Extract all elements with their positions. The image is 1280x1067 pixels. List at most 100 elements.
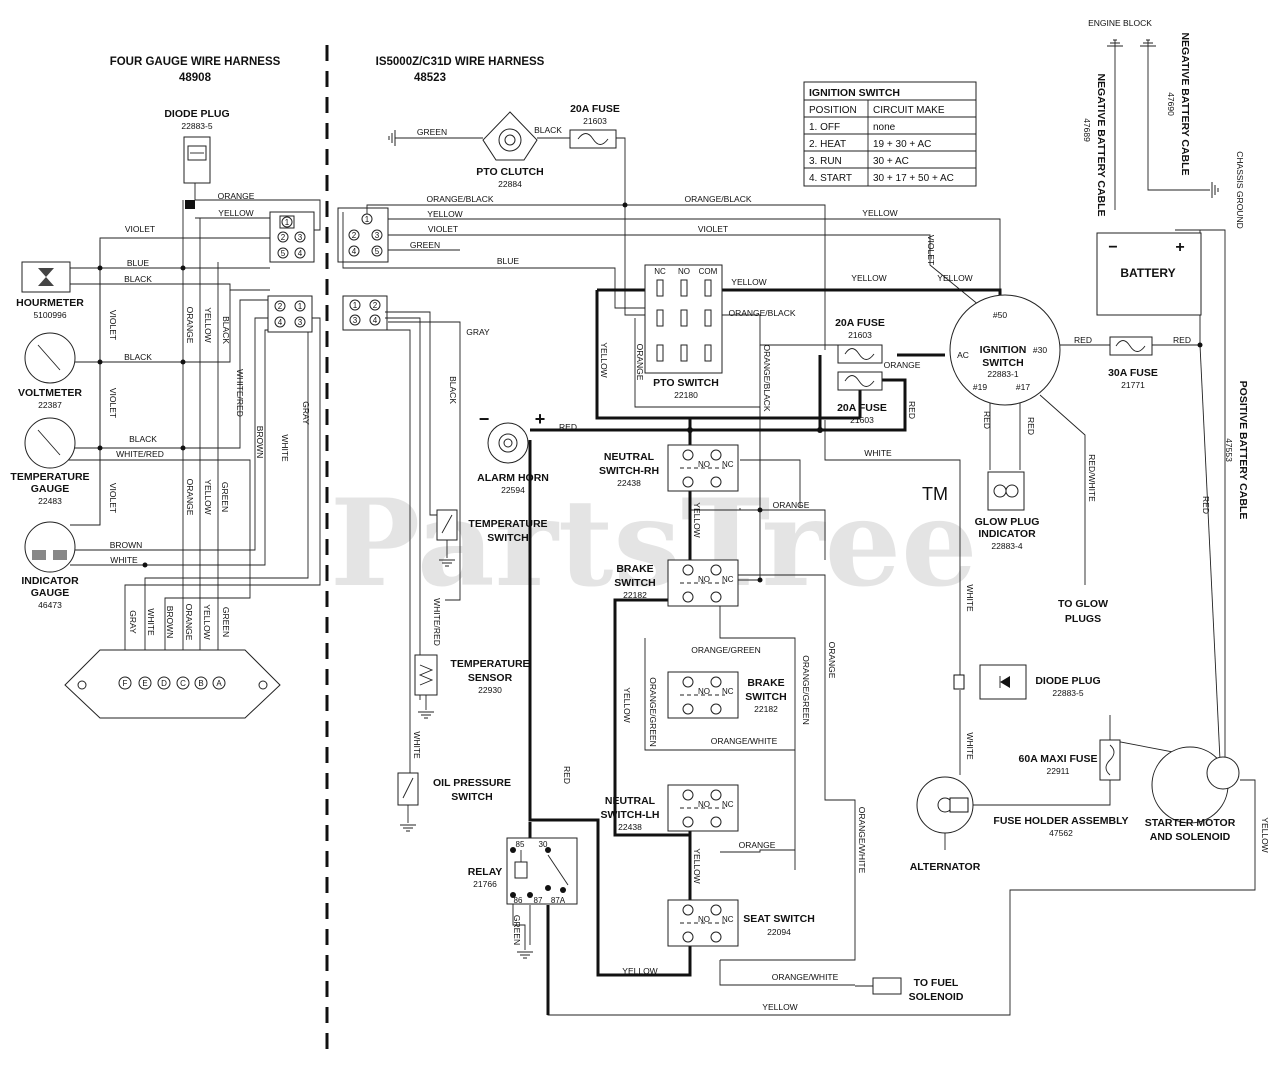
wl-violet-5: VIOLET bbox=[428, 224, 458, 234]
ignition-switch-label1: IGNITION bbox=[980, 344, 1027, 356]
fuse-top-wire bbox=[616, 137, 626, 290]
wl-orangegreen-2: ORANGE/GREEN bbox=[648, 677, 658, 746]
wl-whitered-3: WHITE/RED bbox=[432, 598, 442, 646]
wl-white-7: WHITE bbox=[965, 732, 975, 760]
relay-label: RELAY bbox=[468, 866, 503, 878]
diode-plug-top-pn: 22883-5 bbox=[181, 121, 212, 131]
wl-whitered-1: WHITE/RED bbox=[116, 449, 164, 459]
gauge-pin-d: D bbox=[161, 679, 167, 688]
wl-violet-2: VIOLET bbox=[108, 310, 118, 340]
wl-orangeblack-1: ORANGE/BLACK bbox=[426, 194, 493, 204]
indicator-gauge-label2: GAUGE bbox=[31, 587, 70, 599]
diode-plug-right-pn: 22883-5 bbox=[1052, 688, 1083, 698]
neutral-switch-rh-label2: SWITCH-RH bbox=[599, 465, 659, 477]
temperature-gauge-icon bbox=[24, 417, 76, 469]
neutral-switch-lh-icon bbox=[667, 784, 739, 832]
ignition-terminal-ac: AC bbox=[957, 350, 969, 360]
wl-yellow-12: YELLOW bbox=[599, 342, 609, 377]
wl-orangeblack-4: ORANGE/BLACK bbox=[762, 344, 772, 411]
alternator-icon bbox=[916, 776, 974, 850]
battery-icon bbox=[1096, 232, 1202, 316]
alarm-horn-icon bbox=[487, 422, 529, 464]
horn-plus-terminal: + bbox=[535, 409, 546, 429]
wl-orangeblack-3: ORANGE/BLACK bbox=[728, 308, 795, 318]
neutral-switch-rh-pn: 22438 bbox=[617, 478, 641, 488]
left-wire-labels: ORANGE YELLOW VIOLET BLUE BLACK BLACK BL… bbox=[108, 191, 311, 641]
fuse-30a-label: 30A FUSE bbox=[1108, 367, 1158, 379]
wl-white-3: WHITE bbox=[146, 608, 156, 636]
neg-cable2-pn: 47690 bbox=[1166, 92, 1176, 116]
fuse-30a-pn: 21771 bbox=[1121, 380, 1145, 390]
to-glow-plugs-label1: TO GLOW bbox=[1058, 598, 1108, 610]
gauge-connector bbox=[64, 649, 281, 719]
wl-gray-1: GRAY bbox=[301, 401, 311, 425]
wl-orange-3: ORANGE bbox=[185, 479, 195, 516]
diode-plug-right-label: DIODE PLUG bbox=[1035, 675, 1100, 687]
hourmeter-icon bbox=[21, 261, 71, 293]
glow-plug-indicator-label1: GLOW PLUG bbox=[975, 516, 1040, 528]
relay-terminal-85: 85 bbox=[516, 840, 525, 849]
neutral-switch-rh-label1: NEUTRAL bbox=[604, 451, 655, 463]
indicator-gauge-label1: INDICATOR bbox=[21, 575, 79, 587]
connector-b bbox=[267, 295, 313, 333]
wl-yellow-11: YELLOW bbox=[762, 1002, 797, 1012]
oil-pressure-switch-label1: OIL PRESSURE bbox=[433, 777, 511, 789]
wl-blue-1: BLUE bbox=[127, 258, 150, 268]
fuse-mid-pn: 21603 bbox=[848, 330, 872, 340]
connector-a-pins: 1 2 3 5 4 bbox=[277, 216, 306, 259]
neutral-switch-rh-icon bbox=[667, 444, 739, 492]
temperature-switch-icon bbox=[436, 509, 458, 541]
voltmeter-pn: 22387 bbox=[38, 400, 62, 410]
fuse-top-pn: 21603 bbox=[583, 116, 607, 126]
glow-plug-indicator-icon bbox=[987, 471, 1025, 511]
maxi-fuse-label: 60A MAXI FUSE bbox=[1019, 753, 1098, 765]
connector-d: 1 2 3 4 bbox=[342, 295, 388, 331]
left-harness-title: FOUR GAUGE WIRE HARNESS bbox=[110, 56, 281, 68]
battery-label: BATTERY bbox=[1120, 266, 1175, 280]
ignition-switch-icon bbox=[949, 294, 1061, 406]
pin-b4: 3 bbox=[298, 318, 303, 327]
brake-switch-2-label1: BRAKE bbox=[747, 677, 784, 689]
wl-orangegreen-1: ORANGE/GREEN bbox=[691, 645, 760, 655]
wl-whitered-2: WHITE/RED bbox=[235, 369, 245, 417]
brake-switch-1-label2: SWITCH bbox=[614, 577, 655, 589]
diode-plug-right-icon bbox=[953, 664, 1027, 700]
pin-b1: 2 bbox=[278, 302, 283, 311]
gauge-pin-c: C bbox=[180, 679, 186, 688]
ignition-terminal-30: #30 bbox=[1033, 345, 1047, 355]
wl-yellow-14: YELLOW bbox=[622, 687, 632, 722]
wl-violet-1: VIOLET bbox=[125, 224, 155, 234]
ignition-switch-pn: 22883-1 bbox=[987, 369, 1018, 379]
wl-orangeblack-2: ORANGE/BLACK bbox=[684, 194, 751, 204]
chassis-ground-label: CHASSIS GROUND bbox=[1235, 151, 1245, 228]
fuel-solenoid-label2: SOLENOID bbox=[909, 991, 964, 1003]
alarm-horn-label: ALARM HORN bbox=[477, 472, 549, 484]
wl-yellow-13: YELLOW bbox=[692, 502, 702, 537]
neutral-lh-no: NO bbox=[698, 800, 710, 809]
temperature-sensor-icon bbox=[414, 654, 438, 696]
wl-violet-3: VIOLET bbox=[108, 388, 118, 418]
starter-motor-icon bbox=[1151, 746, 1240, 824]
wl-green-2: GREEN bbox=[221, 607, 231, 637]
wl-green-5: GREEN bbox=[512, 915, 522, 945]
temperature-switch-label2: SWITCH bbox=[487, 532, 528, 544]
wl-yellow-1: YELLOW bbox=[218, 208, 253, 218]
pin-a2: 2 bbox=[281, 233, 286, 242]
pto-terminal-no: NO bbox=[678, 267, 690, 276]
wl-orange-5: ORANGE bbox=[884, 360, 921, 370]
fuse-mid-label: 20A FUSE bbox=[835, 317, 885, 329]
wl-yellow-8: YELLOW bbox=[851, 273, 886, 283]
fuse-holder-pn: 47562 bbox=[1049, 828, 1073, 838]
fuse-low-label: 20A FUSE bbox=[837, 402, 887, 414]
wl-black-3: BLACK bbox=[129, 434, 157, 444]
ignition-terminal-19: #19 bbox=[973, 382, 987, 392]
pto-terminal-nc: NC bbox=[654, 267, 666, 276]
ignition-table-title: IGNITION SWITCH bbox=[809, 87, 900, 99]
pin-d2: 2 bbox=[373, 301, 378, 310]
brake-2-nc: NC bbox=[722, 687, 734, 696]
battery-pos-terminal: + bbox=[1175, 239, 1184, 256]
fuse-mid-icon bbox=[837, 344, 883, 364]
wl-orange-9: ORANGE bbox=[827, 642, 837, 679]
relay-terminal-86: 86 bbox=[514, 896, 523, 905]
wl-black-5: BLACK bbox=[534, 125, 562, 135]
